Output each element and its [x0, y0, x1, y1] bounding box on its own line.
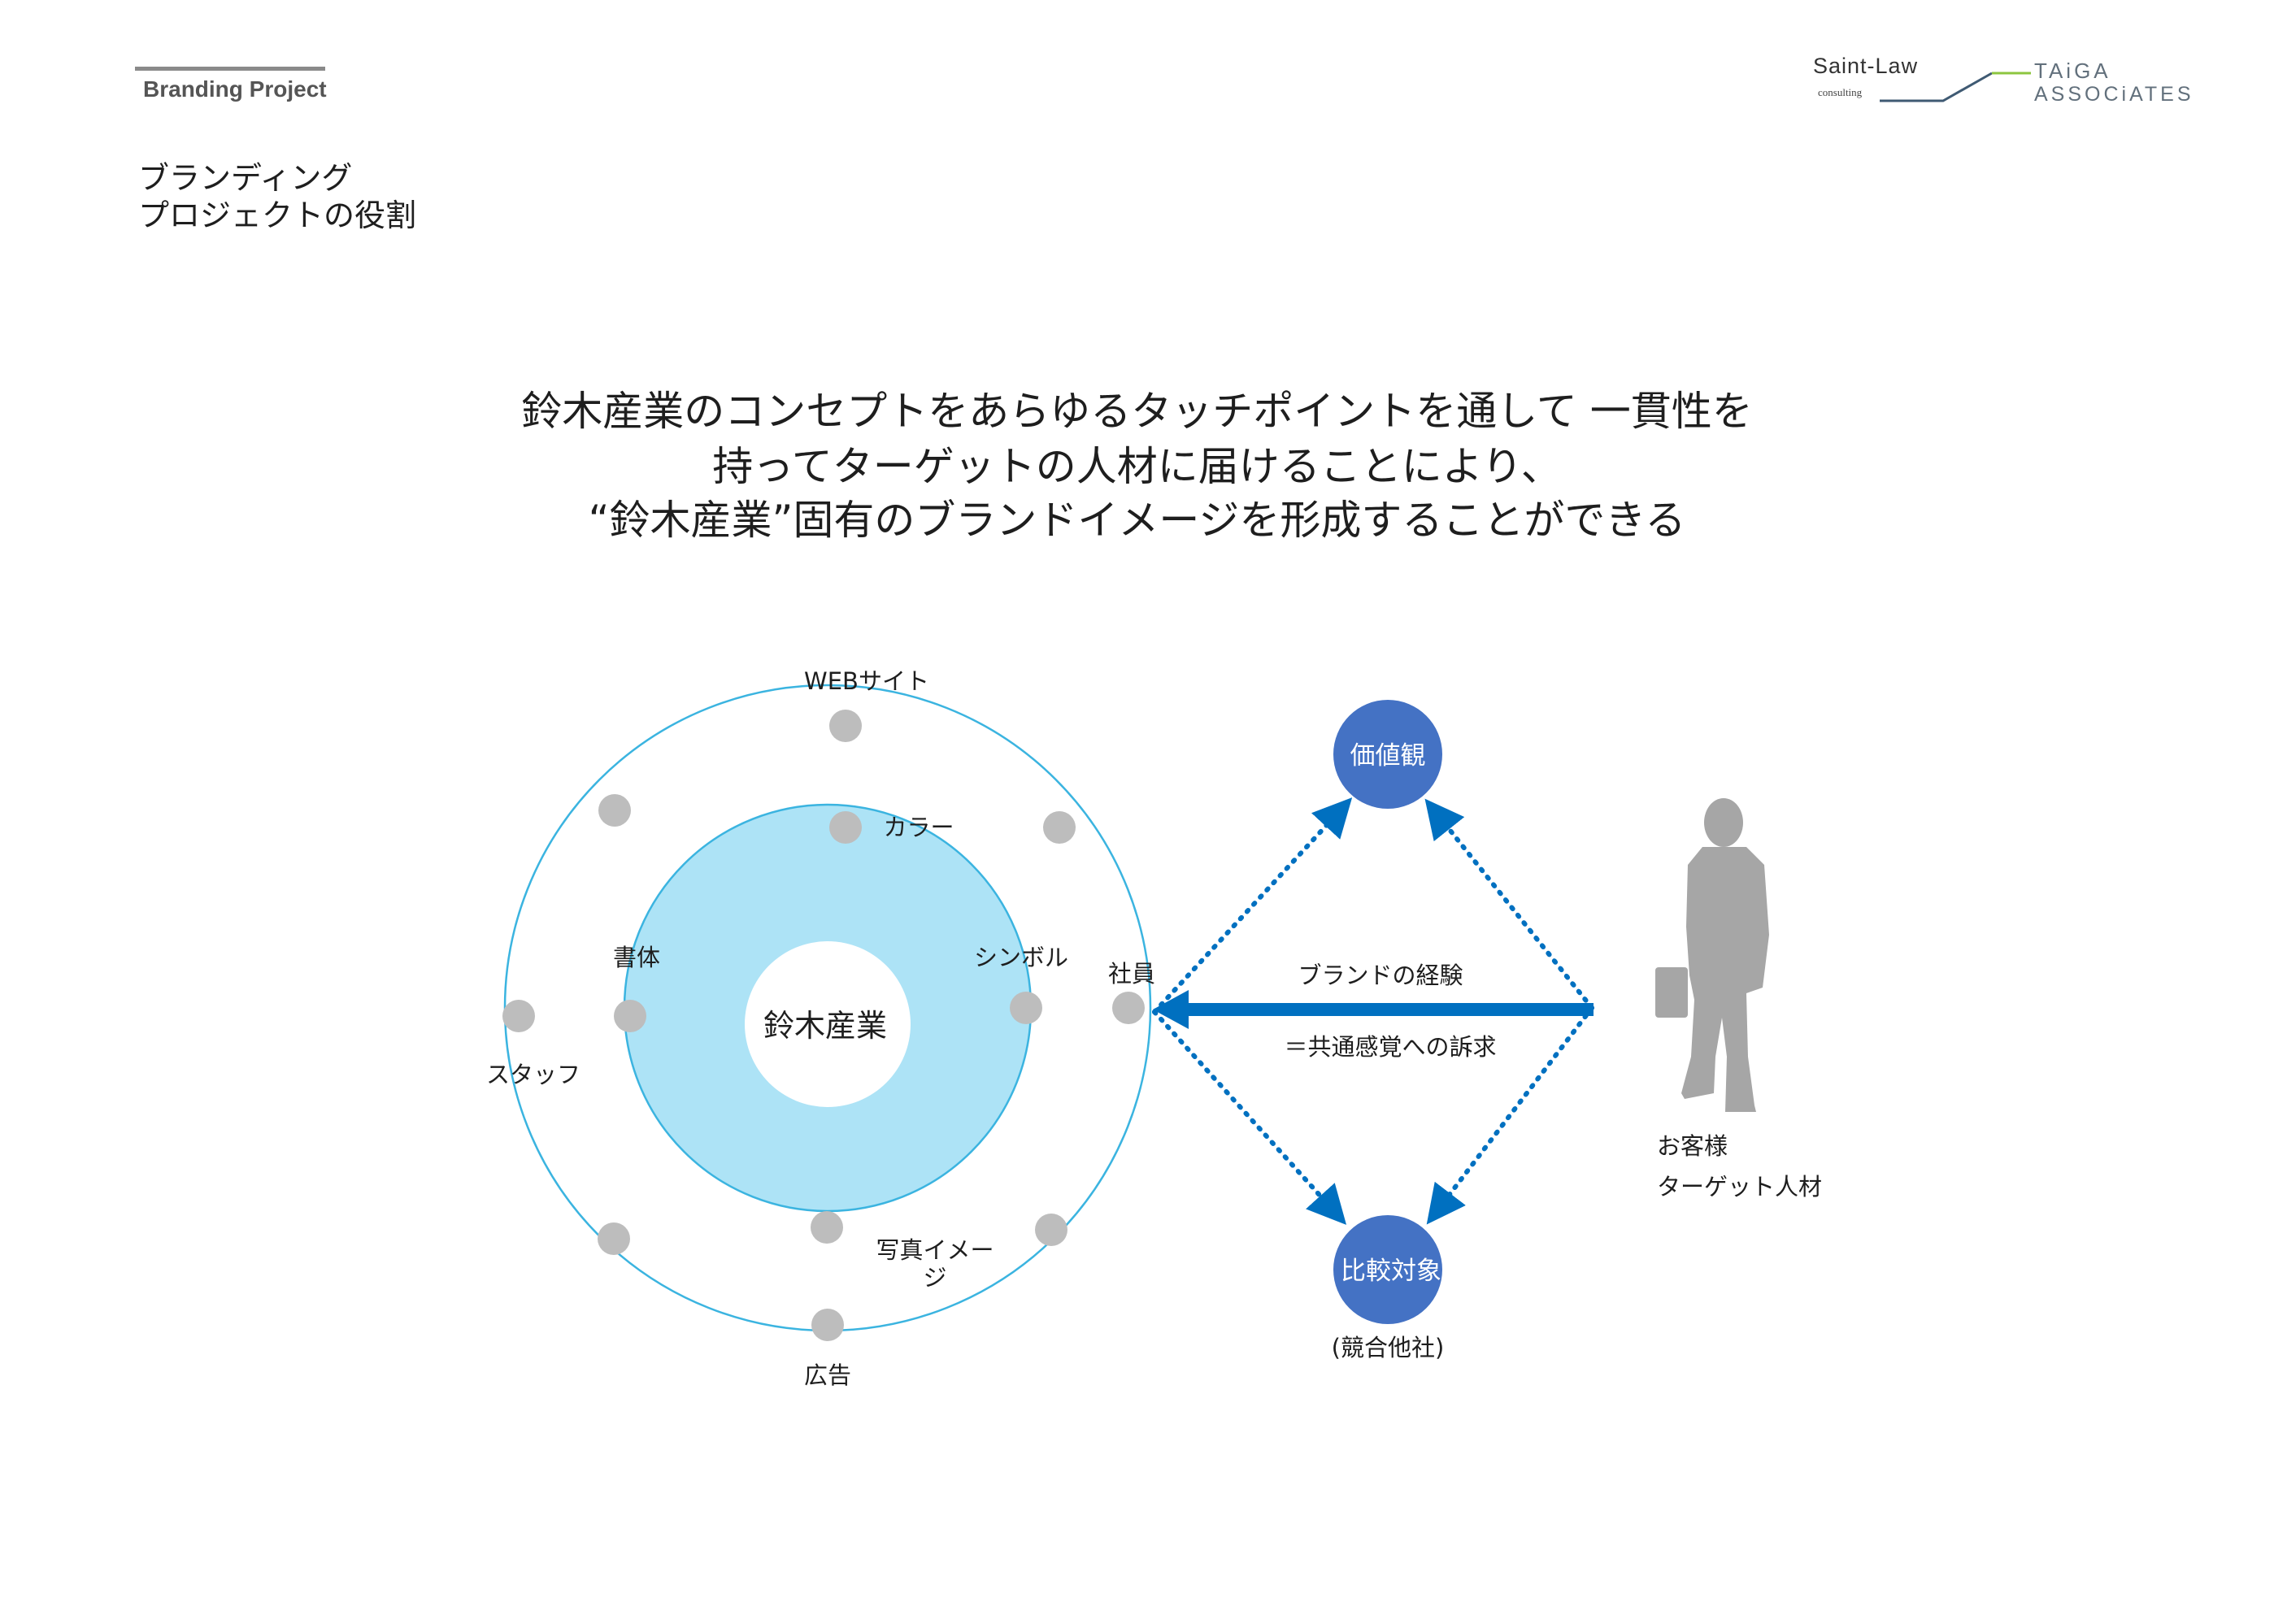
outer-node-employee — [1112, 992, 1145, 1024]
logo-swoosh-icon — [1880, 72, 2031, 102]
arrow-label-top: ブランドの経験 — [1298, 962, 1463, 989]
outer-node-lower-right — [1035, 1214, 1067, 1246]
outer-node-ad — [811, 1309, 844, 1341]
label-ad: 広告 — [804, 1361, 851, 1389]
customer-label-line2: ターゲット人材 — [1657, 1173, 1822, 1201]
values-node-label: 価値観 — [1350, 741, 1426, 771]
headline-line2: 持ってターゲットの人材に届けることにより、 — [712, 443, 1562, 490]
saint-law-logo-sub: consulting — [1818, 86, 1863, 98]
customer-label-line1: お客様 — [1657, 1132, 1728, 1160]
headline-line1: 鈴木産業のコンセプトをあらゆるタッチポイントを通して 一貫性を — [521, 388, 1753, 435]
inner-node-color — [829, 811, 862, 844]
page-title: ブランディング プロジェクトの役割 — [138, 159, 545, 234]
saint-law-logo-name: Saint-Law — [1813, 54, 1919, 78]
outer-node-upper-right — [1043, 811, 1076, 844]
arrow-label-bottom: ＝共通感覚への訴求 — [1284, 1033, 1496, 1061]
headline-line3: “鈴木産業”固有のブランドイメージを形成することができる — [588, 497, 1686, 544]
outer-node-website — [829, 710, 862, 742]
label-staff: スタッフ — [486, 1061, 580, 1088]
core-circle — [745, 941, 911, 1107]
outer-node-staff — [502, 1000, 535, 1032]
project-label-rule — [135, 67, 325, 71]
outer-node-upper-left — [598, 794, 631, 827]
businessman-silhouette-icon — [1655, 798, 1769, 1112]
compare-node-label: 比較対象 — [1341, 1257, 1441, 1286]
compare-note: (競合他社) — [1332, 1334, 1445, 1361]
label-website: WEBサイト — [804, 667, 929, 695]
dotted-link-employee-compare — [1152, 1010, 1347, 1225]
center-label: 鈴木産業 — [763, 1008, 887, 1044]
project-label: Branding Project — [143, 76, 327, 102]
label-employee: 社員 — [1108, 960, 1155, 988]
dotted-link-employee-values — [1152, 797, 1353, 1014]
taiga-logo-line2: ASSOCiATES — [2034, 83, 2194, 106]
inner-node-typeface — [614, 1000, 646, 1032]
label-color: カラー — [883, 814, 954, 841]
dotted-link-customer-values — [1424, 798, 1594, 1010]
label-typeface: 書体 — [613, 944, 660, 971]
values-node — [1333, 700, 1442, 809]
label-symbol: シンボル — [974, 944, 1068, 971]
compare-node — [1333, 1215, 1442, 1324]
inner-node-symbol — [1010, 992, 1042, 1024]
label-photo-line1: 写真イメー — [876, 1236, 994, 1264]
page-title-line1: ブランディング — [138, 160, 353, 196]
outer-node-lower-left — [598, 1222, 630, 1255]
taiga-logo-line1: TAiGA — [2034, 59, 2111, 83]
arrowhead-icon — [1153, 990, 1189, 1029]
inner-node-photo — [811, 1211, 843, 1244]
page-title-line2: プロジェクトの役割 — [138, 198, 417, 233]
label-photo-line2: ジ — [923, 1264, 946, 1292]
